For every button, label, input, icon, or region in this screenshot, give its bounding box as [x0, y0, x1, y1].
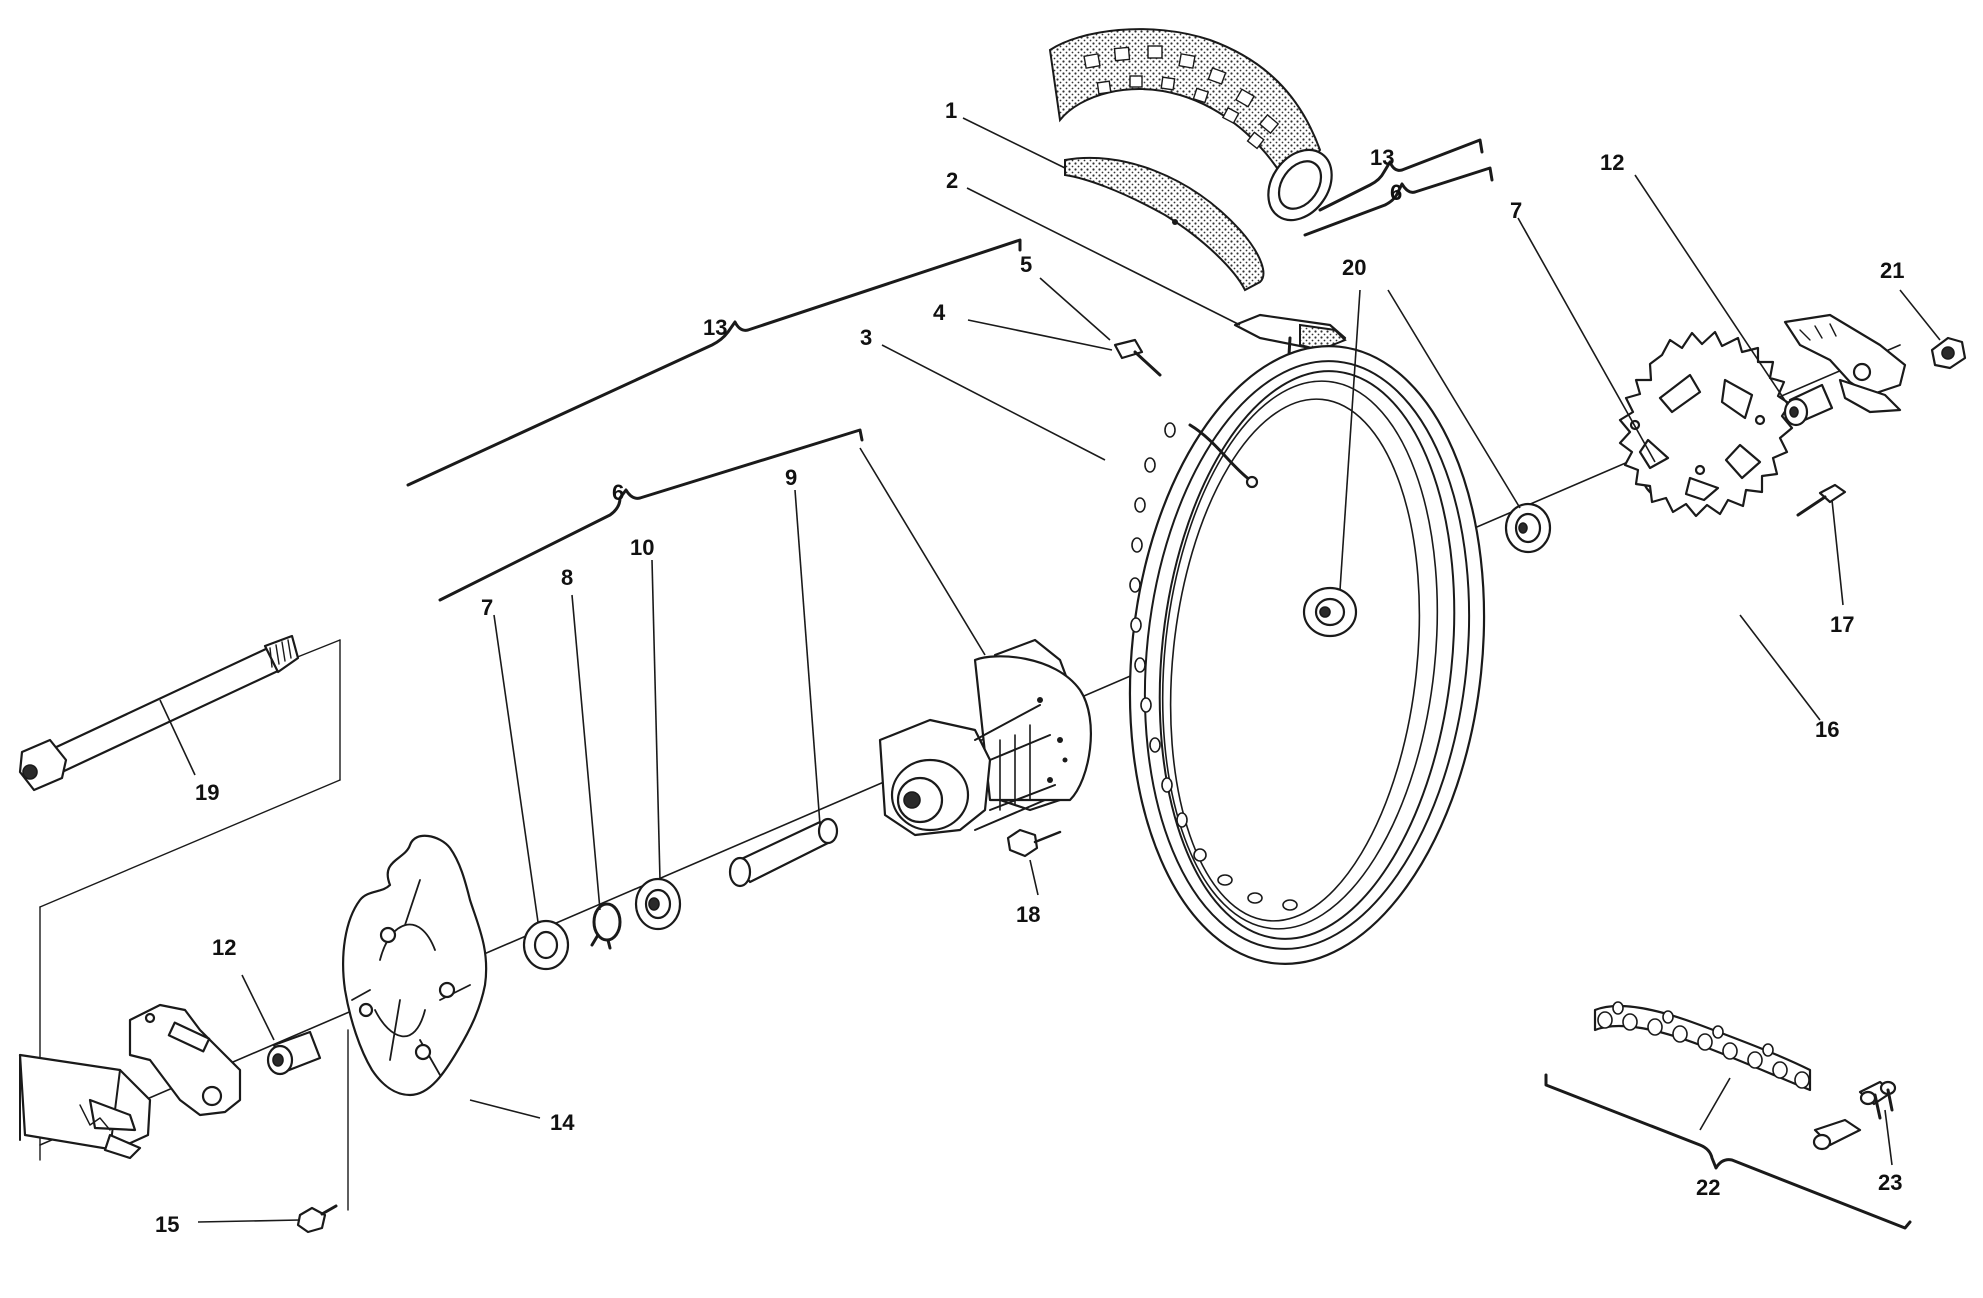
brake-disc	[342, 834, 488, 1097]
wheel-rim	[1128, 345, 1486, 965]
callout-15: 15	[155, 1212, 179, 1237]
chain-adjuster-right	[1783, 313, 1907, 414]
callout-10: 10	[630, 535, 654, 560]
axle-nut	[1930, 336, 1967, 370]
spacer-left	[266, 1030, 322, 1076]
callout-12-left: 12	[212, 935, 236, 960]
callout-3: 3	[860, 325, 872, 350]
callout-13-left: 13	[703, 315, 727, 340]
spoke-nipple	[1113, 338, 1162, 377]
chain-adjuster-left	[128, 1003, 242, 1117]
callout-6-right: 6	[1390, 180, 1402, 205]
callout-7-right: 7	[1510, 198, 1522, 223]
assembly-reference-lines	[39, 639, 349, 1211]
wheel-axle	[18, 634, 300, 792]
callout-19: 19	[195, 780, 219, 805]
callout-18: 18	[1016, 902, 1040, 927]
bearing	[634, 877, 682, 931]
assembly-braces	[406, 138, 1912, 1230]
spacer-right	[1783, 383, 1834, 427]
callout-1: 1	[945, 98, 957, 123]
wheel-bearing-right	[1504, 502, 1552, 554]
callout-13-right: 13	[1370, 145, 1394, 170]
callout-21: 21	[1880, 258, 1904, 283]
hub-nut	[1006, 828, 1062, 858]
callout-17: 17	[1830, 612, 1854, 637]
wheel-bearing-left	[1302, 586, 1358, 638]
callout-20: 20	[1342, 255, 1366, 280]
drive-chain	[1593, 1001, 1812, 1092]
disc-screw	[296, 1204, 338, 1234]
callout-23: 23	[1878, 1170, 1902, 1195]
callout-labels: 1 2 3 4 5 6 6 7 7 8 9 10 12 12 13 13 14 …	[155, 98, 1904, 1237]
callout-8: 8	[561, 565, 573, 590]
spacer-tube	[728, 817, 839, 888]
wheel-hub	[878, 638, 1092, 837]
callout-6-left: 6	[612, 480, 624, 505]
callout-2: 2	[946, 168, 958, 193]
leader-lines	[159, 117, 1941, 1223]
callout-12-right: 12	[1600, 150, 1624, 175]
callout-7-left: 7	[481, 595, 493, 620]
callout-9: 9	[785, 465, 797, 490]
callout-16: 16	[1815, 717, 1839, 742]
inner-tube	[1064, 156, 1265, 292]
circlip	[590, 902, 622, 950]
callout-5: 5	[1020, 252, 1032, 277]
chain-master-link	[1812, 1080, 1897, 1151]
swingarm-end-left	[18, 1053, 152, 1160]
tire	[1048, 28, 1333, 222]
callout-4: 4	[933, 300, 946, 325]
callout-14: 14	[550, 1110, 575, 1135]
sprocket-bolt	[1796, 483, 1847, 517]
callout-22: 22	[1696, 1175, 1720, 1200]
oil-seal-left	[522, 919, 570, 971]
